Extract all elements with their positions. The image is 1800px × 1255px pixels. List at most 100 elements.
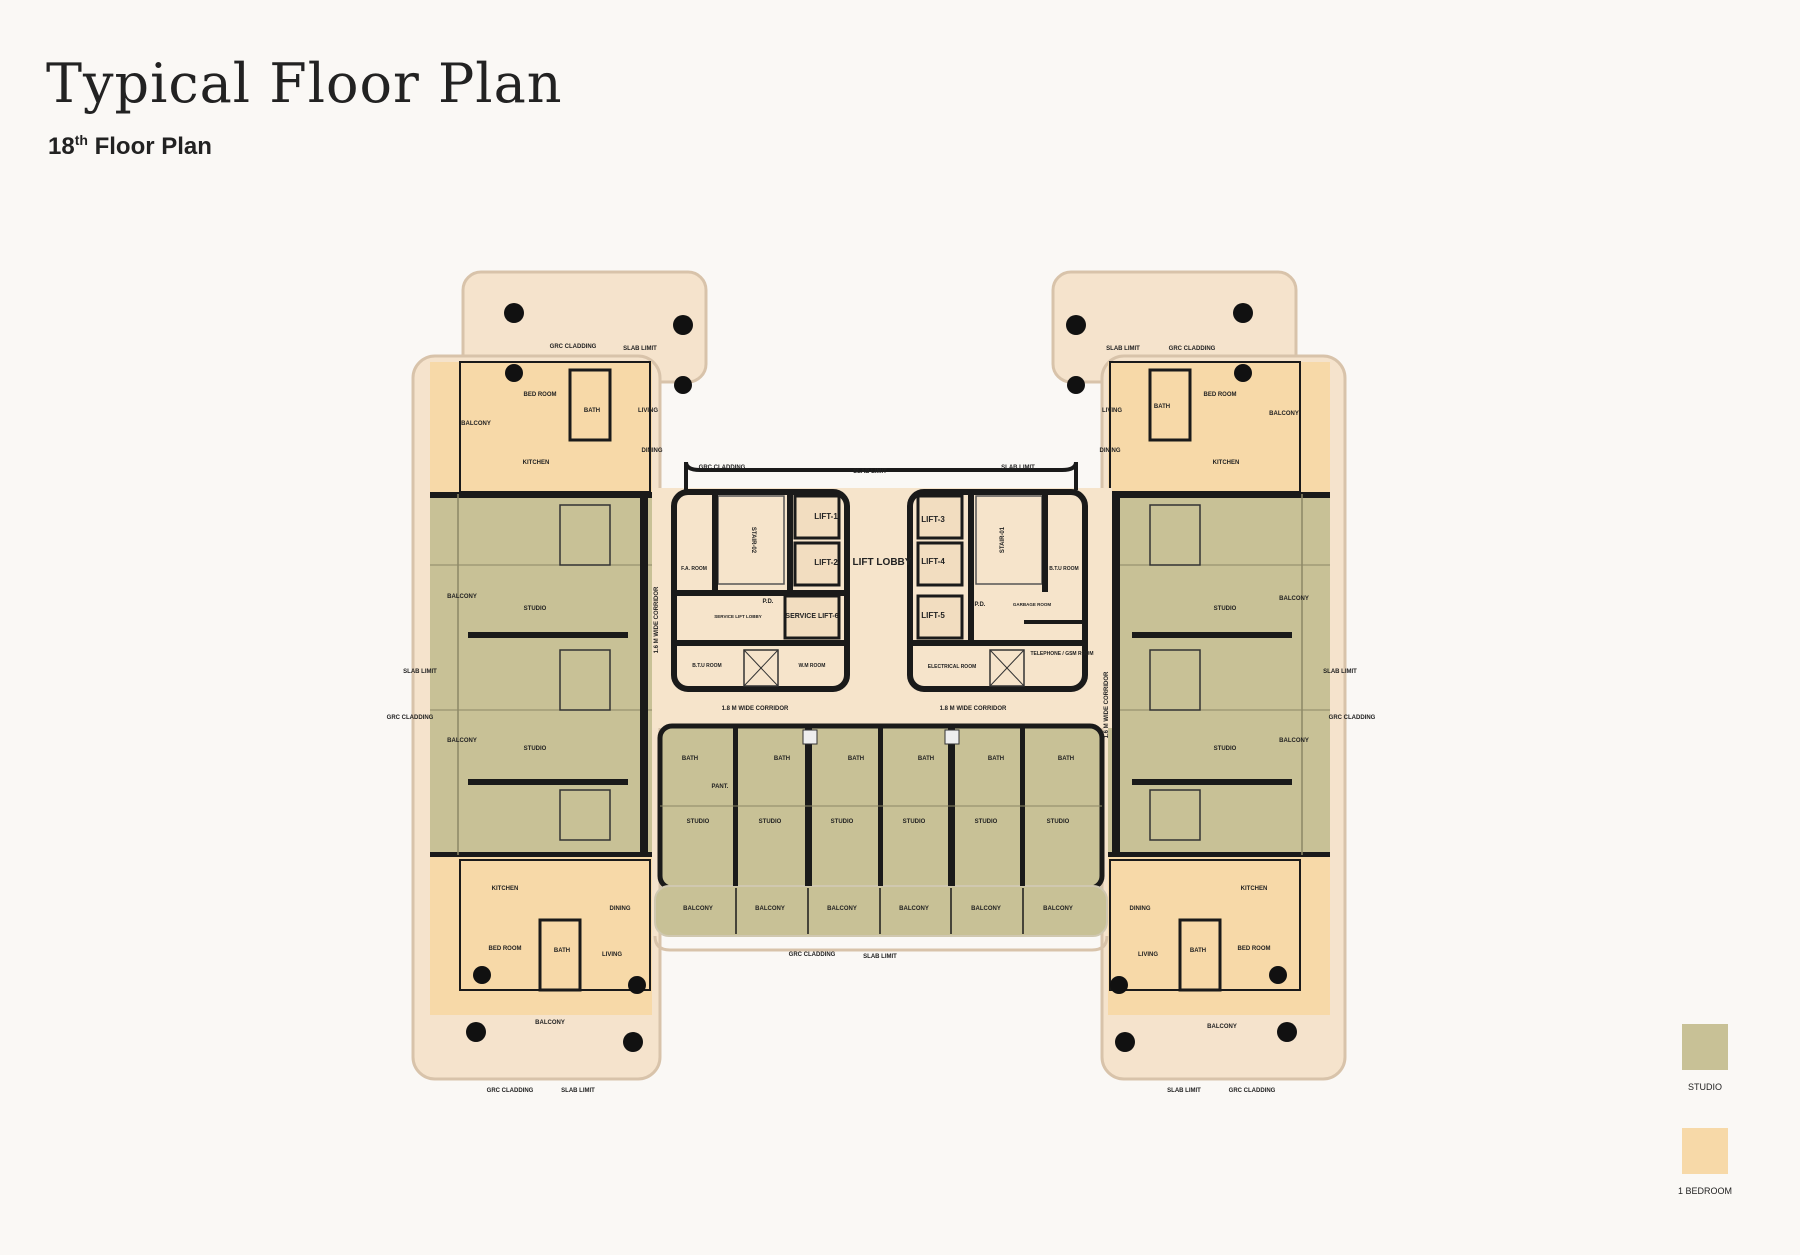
label-slab-limit: SLAB LIMIT <box>1001 465 1035 471</box>
label-studio: STUDIO <box>524 606 547 612</box>
label-lift-3: LIFT-3 <box>921 515 945 524</box>
label-balcony: BALCONY <box>827 906 857 912</box>
label-balcony: BALCONY <box>755 906 785 912</box>
label-slab-limit: SLAB LIMIT <box>863 954 897 960</box>
label-bath: BATH <box>682 756 698 762</box>
label-balcony: BALCONY <box>1043 906 1073 912</box>
column <box>1234 364 1252 382</box>
core: LIFT-1 LIFT-2 LIFT-3 LIFT-4 LIFT-5 SERVI… <box>652 461 1112 738</box>
label-living: LIVING <box>602 952 622 958</box>
right-wing: SLAB LIMIT GRC CLADDING BED ROOM BATH LI… <box>1051 270 1376 1094</box>
label-slab-limit: SLAB LIMIT <box>1106 346 1140 352</box>
floor-number: 18 <box>48 133 75 160</box>
label-balcony: BALCONY <box>461 421 491 427</box>
label-fa-room: F.A. ROOM <box>681 566 707 572</box>
label-pant: PANT. <box>712 784 729 790</box>
column <box>1269 966 1287 984</box>
label-bath: BATH <box>1190 948 1206 954</box>
label-grc-cladding: GRC CLADDING <box>550 344 597 350</box>
structural-columns <box>466 303 1297 1052</box>
label-stair-01: STAIR-01 <box>1000 526 1006 553</box>
label-service-lift-lobby: SERVICE LIFT LOBBY <box>714 614 761 619</box>
label-bath: BATH <box>554 948 570 954</box>
label-slab-limit: SLAB LIMIT <box>561 1088 595 1094</box>
label-grc-cladding: GRC CLADDING <box>487 1088 534 1094</box>
label-grc-cladding: GRC CLADDING <box>789 952 836 958</box>
label-lift-lobby: LIFT LOBBY <box>853 557 912 568</box>
label-lift-2: LIFT-2 <box>814 558 838 567</box>
label-bed-room: BED ROOM <box>1204 392 1237 398</box>
label-slab-limit: SLAB LIMIT <box>853 469 887 475</box>
label-studio: STUDIO <box>831 819 854 825</box>
label-studio: STUDIO <box>903 819 926 825</box>
label-studio: STUDIO <box>975 819 998 825</box>
label-kitchen: KITCHEN <box>1213 460 1240 466</box>
label-grc-cladding: GRC CLADDING <box>1329 715 1376 721</box>
legend-label-1-bedroom: 1 BEDROOM <box>1677 1186 1732 1196</box>
label-bed-room: BED ROOM <box>489 946 522 952</box>
label-bath: BATH <box>1058 756 1074 762</box>
column <box>1067 376 1085 394</box>
label-wm-room: W.M ROOM <box>799 663 826 669</box>
label-bath: BATH <box>988 756 1004 762</box>
floor-suffix: th <box>74 132 88 148</box>
label-balcony: BALCONY <box>971 906 1001 912</box>
label-bed-room: BED ROOM <box>1238 946 1271 952</box>
label-lift-5: LIFT-5 <box>921 611 945 620</box>
label-studio: STUDIO <box>759 819 782 825</box>
label-lift-4: LIFT-4 <box>921 557 945 566</box>
label-corridor-vertical-right: 1.6 M WIDE CORRIDOR <box>1104 671 1110 738</box>
label-corridor-right: 1.8 M WIDE CORRIDOR <box>940 706 1007 712</box>
page-subtitle: 18th Floor Plan <box>48 132 212 161</box>
label-btu-room: B.T.U ROOM <box>692 663 721 669</box>
page-title: Typical Floor Plan <box>46 52 563 115</box>
legend-swatch-1-bedroom <box>1682 1128 1728 1174</box>
left-top-1br-unit <box>430 362 652 494</box>
label-service-lift-6: SERVICE LIFT-6 <box>785 613 838 620</box>
label-stair-02: STAIR-02 <box>750 527 756 554</box>
label-kitchen: KITCHEN <box>523 460 550 466</box>
label-btu-room: B.T.U ROOM <box>1049 566 1078 572</box>
label-grc-cladding: GRC CLADDING <box>699 465 746 471</box>
label-bath: BATH <box>774 756 790 762</box>
label-telephone-room: TELEPHONE / GSM ROOM <box>1030 651 1093 657</box>
label-pd: P.D. <box>975 602 986 608</box>
label-slab-limit: SLAB LIMIT <box>403 669 437 675</box>
label-balcony: BALCONY <box>899 906 929 912</box>
label-studio: STUDIO <box>1214 746 1237 752</box>
label-living: LIVING <box>1138 952 1158 958</box>
column <box>1277 1022 1297 1042</box>
left-wing: GRC CLADDING SLAB LIMIT BED ROOM BATH LI… <box>387 270 708 1094</box>
label-balcony: BALCONY <box>447 594 477 600</box>
label-balcony: BALCONY <box>535 1020 565 1026</box>
label-bath: BATH <box>848 756 864 762</box>
label-studio: STUDIO <box>687 819 710 825</box>
right-studios <box>1108 494 1330 855</box>
legend-swatch-studio <box>1682 1024 1728 1070</box>
column <box>623 1032 643 1052</box>
label-pd: P.D. <box>763 599 774 605</box>
label-dining: DINING <box>642 448 663 454</box>
label-dining: DINING <box>1100 448 1121 454</box>
label-balcony: BALCONY <box>1207 1024 1237 1030</box>
column <box>466 1022 486 1042</box>
label-kitchen: KITCHEN <box>492 886 519 892</box>
label-studio: STUDIO <box>1214 606 1237 612</box>
label-balcony: BALCONY <box>683 906 713 912</box>
bottom-balcony <box>654 885 1108 937</box>
label-living: LIVING <box>1102 408 1122 414</box>
label-dining: DINING <box>1130 906 1151 912</box>
column <box>1233 303 1253 323</box>
label-electrical-room: ELECTRICAL ROOM <box>928 664 977 670</box>
column <box>473 966 491 984</box>
label-slab-limit: SLAB LIMIT <box>1323 669 1357 675</box>
label-bed-room: BED ROOM <box>524 392 557 398</box>
column <box>1110 976 1128 994</box>
label-grc-cladding: GRC CLADDING <box>1169 346 1216 352</box>
label-lift-1: LIFT-1 <box>814 512 838 521</box>
label-balcony: BALCONY <box>1279 596 1309 602</box>
label-living: LIVING <box>638 408 658 414</box>
subtitle-text: Floor Plan <box>94 133 212 160</box>
column <box>505 364 523 382</box>
